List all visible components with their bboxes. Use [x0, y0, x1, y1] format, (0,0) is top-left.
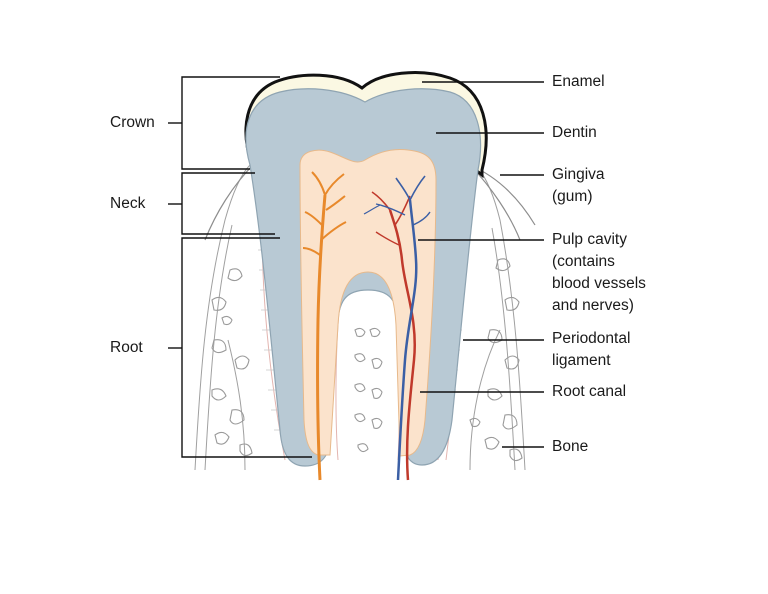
bone-cells — [211, 258, 523, 462]
dentin-layer — [245, 88, 482, 467]
label-root: Root — [110, 339, 143, 356]
label-enamel: Enamel — [552, 73, 605, 90]
label-pulp-cavity: Pulp cavity (contains blood vessels and … — [552, 231, 646, 314]
bone-tissue — [194, 164, 526, 471]
label-periodontal-ligament: Periodontal ligament — [552, 330, 631, 369]
label-bone: Bone — [552, 438, 589, 455]
left-brackets — [168, 76, 312, 458]
right-leaders — [418, 81, 544, 448]
label-neck: Neck — [110, 195, 146, 212]
nerve — [302, 171, 347, 481]
pulp-cavity-shape — [299, 149, 437, 457]
label-dentin: Dentin — [552, 124, 597, 141]
vein — [363, 175, 431, 481]
label-crown: Crown — [110, 114, 155, 131]
label-root-canal: Root canal — [552, 383, 627, 400]
label-gingiva: Gingiva (gum) — [552, 166, 605, 205]
